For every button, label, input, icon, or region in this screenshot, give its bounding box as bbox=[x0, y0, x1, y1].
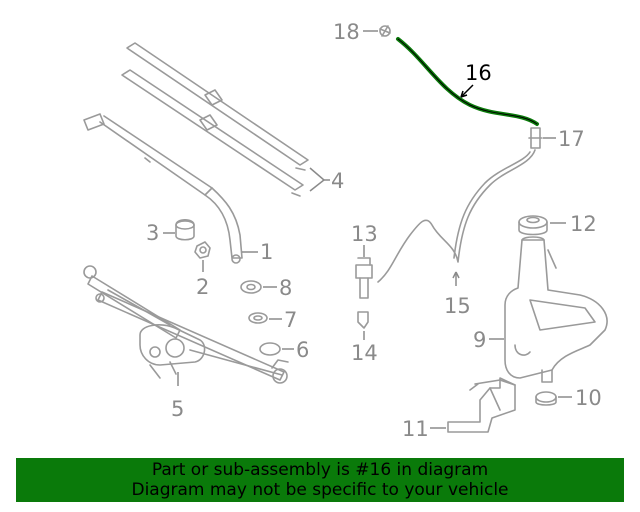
callout-5: 5 bbox=[171, 397, 184, 421]
info-banner: Part or sub-assembly is #16 in diagram D… bbox=[16, 458, 624, 502]
reservoir-bracket bbox=[447, 377, 516, 433]
callout-16: 16 bbox=[465, 61, 492, 85]
washer-reservoir bbox=[504, 236, 608, 383]
washer-hose-highlighted bbox=[396, 37, 539, 126]
callout-17: 17 bbox=[558, 127, 585, 151]
pivot-nut bbox=[194, 241, 211, 259]
pivot-cap bbox=[175, 218, 195, 241]
wiper-linkage-motor bbox=[83, 265, 289, 384]
banner-line-1: Part or sub-assembly is #16 in diagram bbox=[151, 460, 489, 480]
callout-3: 3 bbox=[146, 221, 159, 245]
wiper-arm bbox=[83, 113, 243, 264]
hose-connector bbox=[528, 127, 543, 149]
callout-2: 2 bbox=[196, 275, 209, 299]
callout-6: 6 bbox=[296, 338, 309, 362]
hose-clip bbox=[357, 311, 369, 329]
callout-12: 12 bbox=[570, 212, 597, 236]
parts-diagram: 4 1 3 2 8 7 6 bbox=[83, 20, 608, 441]
callout-14: 14 bbox=[351, 341, 378, 365]
callout-13: 13 bbox=[351, 222, 378, 246]
callout-18: 18 bbox=[333, 20, 360, 44]
reservoir-cap bbox=[518, 215, 548, 236]
wiper-blades bbox=[121, 42, 309, 197]
callout-10: 10 bbox=[575, 386, 602, 410]
callout-1: 1 bbox=[260, 240, 273, 264]
check-valve bbox=[355, 257, 373, 299]
grommet-8 bbox=[240, 280, 262, 294]
grommet-7 bbox=[248, 312, 268, 324]
callout-11: 11 bbox=[402, 417, 429, 441]
callout-8: 8 bbox=[279, 276, 292, 300]
callout-9: 9 bbox=[473, 328, 486, 352]
banner-line-2: Diagram may not be specific to your vehi… bbox=[131, 480, 509, 500]
grommet-6 bbox=[259, 342, 281, 356]
callout-4: 4 bbox=[331, 169, 344, 193]
callout-7: 7 bbox=[284, 308, 297, 332]
callout-15: 15 bbox=[444, 294, 471, 318]
washer-hose-run bbox=[377, 149, 536, 283]
hose-elbow bbox=[379, 25, 391, 37]
pump-grommet bbox=[535, 391, 557, 406]
